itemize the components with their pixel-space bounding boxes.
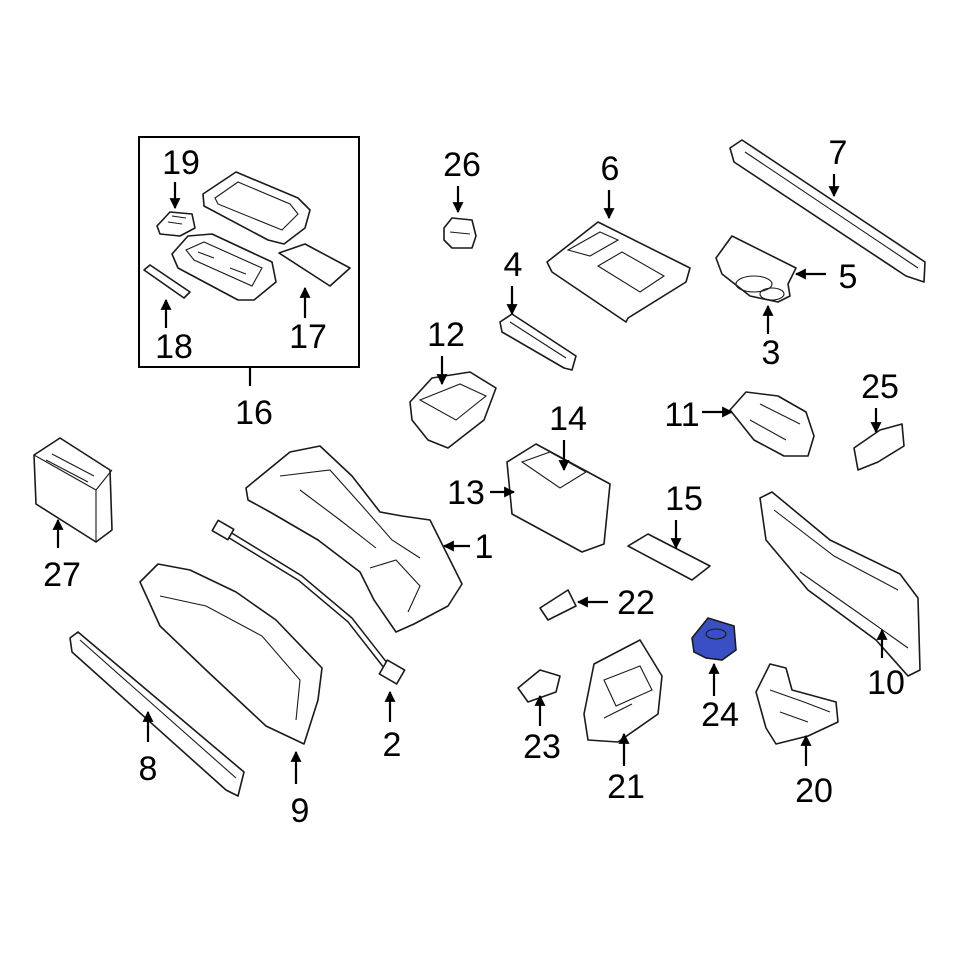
part-18-strip[interactable] [143, 264, 191, 299]
part-4-tray[interactable] [499, 313, 577, 371]
callout-18: 18 [155, 328, 193, 366]
part-23-clip[interactable] [517, 669, 561, 703]
part-19-switch[interactable] [156, 211, 196, 237]
callout-12: 12 [427, 316, 465, 354]
part-27-control-module[interactable] [33, 437, 113, 543]
callout-21: 21 [607, 768, 645, 806]
part-9-side-panel[interactable] [139, 563, 323, 745]
part-7-trim-strip[interactable] [729, 139, 926, 283]
part-5-cup-holder[interactable] [715, 235, 797, 303]
callout-11: 11 [664, 396, 699, 434]
callout-10: 10 [867, 664, 905, 702]
part-22-clip[interactable] [539, 589, 577, 621]
callout-6: 6 [601, 150, 620, 188]
callout-23: 23 [523, 728, 561, 766]
callout-3: 3 [762, 334, 781, 372]
callout-25: 25 [861, 368, 899, 406]
part-12-bin[interactable] [409, 371, 497, 449]
part-24-cup-holder[interactable] [691, 617, 737, 661]
part-25-clip[interactable] [853, 423, 905, 471]
callout-27: 27 [43, 556, 81, 594]
callout-8: 8 [139, 750, 158, 788]
callout-14: 14 [549, 400, 587, 438]
callout-2: 2 [383, 726, 402, 764]
callout-7: 7 [829, 134, 848, 172]
callout-26: 26 [443, 146, 481, 184]
part-20-bracket[interactable] [755, 663, 839, 745]
part-11-bracket[interactable] [729, 391, 815, 457]
part-10-side-panel[interactable] [759, 491, 921, 677]
callout-19: 19 [162, 144, 200, 182]
callout-24: 24 [701, 696, 739, 734]
callout-1: 1 [475, 528, 494, 566]
callout-20: 20 [795, 772, 833, 810]
callout-17: 17 [289, 318, 327, 356]
callout-4: 4 [504, 246, 523, 284]
part-13-storage-bin[interactable] [506, 443, 611, 553]
callout-13: 13 [447, 474, 485, 512]
part-16-armrest-base[interactable] [171, 233, 277, 301]
part-17-pad[interactable] [278, 243, 351, 287]
callout-15: 15 [665, 480, 703, 518]
callout-22: 22 [617, 584, 655, 622]
part-2-cable[interactable] [211, 519, 406, 685]
part-21-lower-panel[interactable] [583, 639, 663, 743]
part-1-console-frame[interactable] [245, 445, 463, 633]
callout-16: 16 [235, 394, 273, 432]
part-8-trim-strip[interactable] [69, 631, 245, 797]
callout-9: 9 [291, 792, 310, 830]
part-26-switch[interactable] [443, 217, 477, 249]
part-15-pad[interactable] [627, 533, 711, 581]
part-16-armrest-lid[interactable] [202, 171, 311, 245]
callout-5: 5 [839, 258, 858, 296]
part-6-shifter-bezel[interactable] [546, 221, 691, 323]
